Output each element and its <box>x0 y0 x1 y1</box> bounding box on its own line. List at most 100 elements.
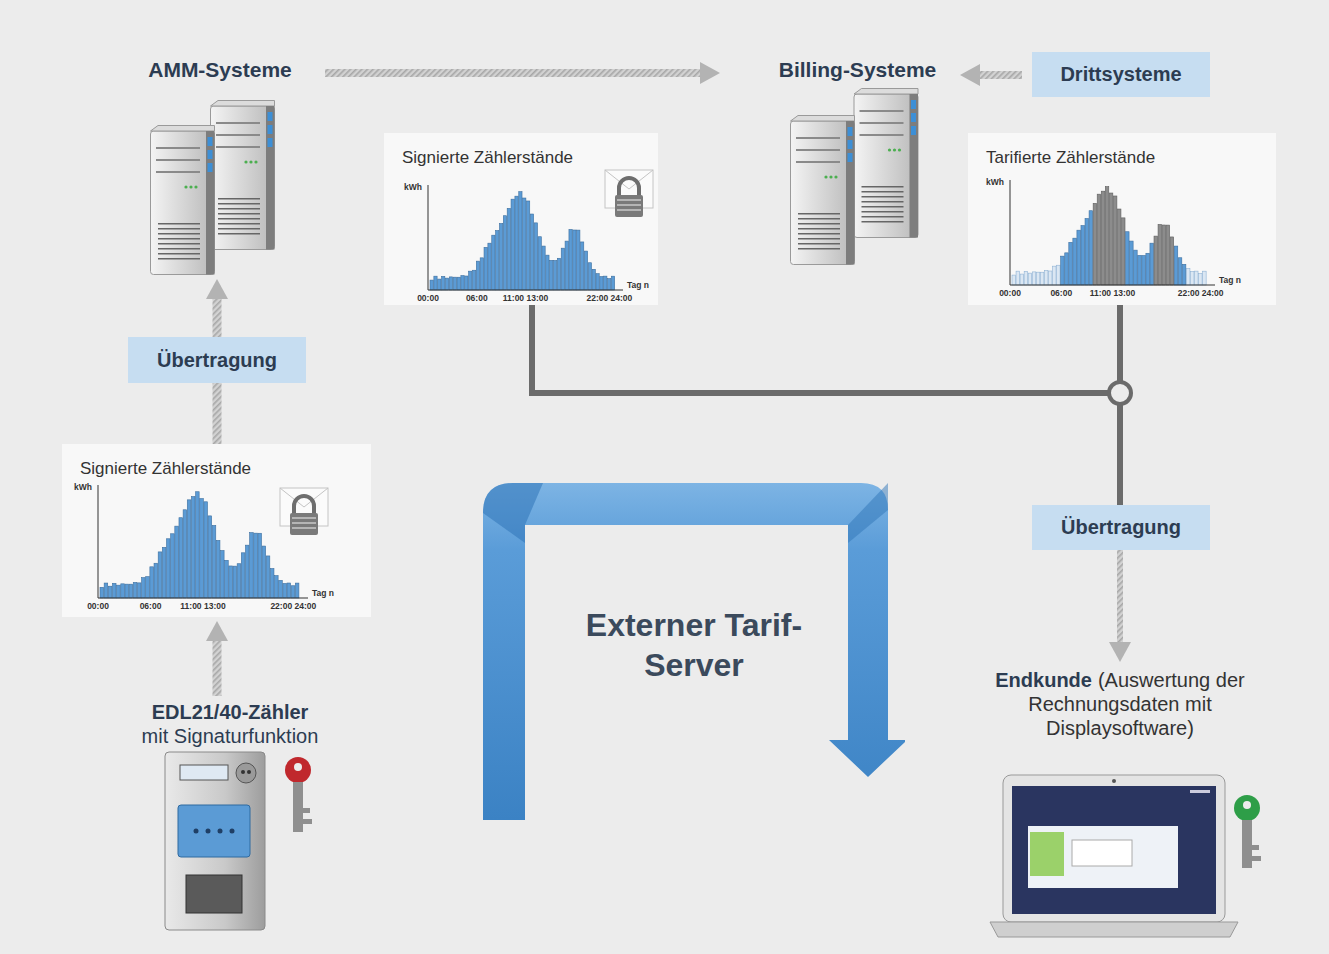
load-bar <box>1195 271 1198 285</box>
flow-arrow <box>325 69 702 77</box>
flow-arrow <box>213 383 222 444</box>
load-bar <box>233 566 237 598</box>
load-bar <box>1170 237 1173 285</box>
key-head <box>285 757 311 783</box>
load-bar <box>476 261 479 290</box>
load-bar <box>596 274 599 290</box>
tick-label: 00:00 <box>417 294 439 303</box>
load-bar <box>1126 232 1129 285</box>
load-bar <box>154 563 158 598</box>
load-bar <box>584 251 587 290</box>
load-bar <box>523 198 526 290</box>
load-bar <box>1093 203 1096 285</box>
load-bar <box>1044 271 1047 285</box>
locked-envelope <box>280 488 328 535</box>
tick-label: 11:00 13:00 <box>180 602 225 611</box>
load-bar <box>179 518 183 598</box>
load-bar <box>569 229 572 290</box>
flow-arrow <box>213 297 222 337</box>
load-bar <box>557 258 560 290</box>
load-bar <box>150 567 154 598</box>
flow-arrow <box>978 71 1022 79</box>
load-bar <box>162 547 166 598</box>
load-bar <box>279 580 283 598</box>
load-bar <box>465 276 468 290</box>
process-box: Drittsysteme <box>1032 52 1210 97</box>
load-bar <box>442 276 445 290</box>
load-bar <box>112 583 116 598</box>
load-bar <box>1032 272 1035 285</box>
axis-label: kWh <box>74 483 92 492</box>
server-icon <box>854 89 918 238</box>
load-bar <box>241 553 245 598</box>
amm-servers <box>151 101 275 275</box>
meter-slot <box>186 875 242 913</box>
load-bar <box>1061 256 1064 285</box>
node-heading: EDL21/40-Zähler <box>110 700 350 724</box>
arch-path <box>483 483 905 820</box>
load-bar <box>472 270 475 290</box>
meter-display <box>180 765 228 780</box>
load-bar <box>1134 250 1137 285</box>
device-caption: EDL21/40-Zählermit Signaturfunktion <box>110 700 350 750</box>
axis-label: kWh <box>404 183 422 192</box>
load-bar <box>133 582 137 598</box>
node-heading: AMM-Systeme <box>148 58 292 81</box>
laptop-base <box>990 922 1238 937</box>
load-bar <box>125 584 129 598</box>
load-bar <box>158 552 162 598</box>
key-head <box>1234 795 1260 821</box>
load-bar <box>258 533 262 598</box>
load-bar <box>1150 243 1153 285</box>
load-bar <box>1122 218 1125 285</box>
node-heading: Tarifierte Zählerstände <box>986 148 1155 167</box>
load-bar <box>1203 271 1206 285</box>
laptop-lid <box>1003 775 1225 922</box>
node-body: mit Signaturfunktion <box>110 724 350 748</box>
system-group: AMM-Systeme <box>140 58 300 275</box>
load-bar <box>254 533 258 598</box>
load-bar <box>530 214 533 290</box>
node-heading: Endkunde <box>995 669 1092 691</box>
load-bar <box>565 241 568 290</box>
load-bar <box>511 199 514 290</box>
load-bar <box>1182 264 1185 285</box>
load-bar <box>1117 209 1120 285</box>
node-heading: Billing-Systeme <box>779 58 937 81</box>
node-heading: Drittsysteme <box>1060 63 1181 86</box>
load-bar <box>187 500 191 598</box>
load-bar <box>225 560 229 598</box>
load-bar <box>1138 255 1141 285</box>
load-bar <box>129 584 133 598</box>
load-bar <box>577 230 580 290</box>
chart-panel: Signierte Zählerstände <box>384 133 658 305</box>
load-bar <box>515 196 518 290</box>
load-bar <box>104 583 108 598</box>
load-bar <box>142 578 146 598</box>
process-box: Übertragung <box>1032 505 1210 550</box>
device-caption: Endkunde(Auswertung der Rechnungsdaten m… <box>985 668 1255 754</box>
load-bar <box>581 242 584 290</box>
load-bar <box>1162 225 1165 285</box>
load-bar <box>1158 224 1161 285</box>
load-bar <box>1166 225 1169 285</box>
laptop-icon <box>990 775 1238 937</box>
load-bar <box>183 510 187 598</box>
load-bar <box>453 277 456 290</box>
load-bar <box>196 492 200 598</box>
load-bar <box>212 525 216 598</box>
billing-servers <box>791 89 919 265</box>
y-axis <box>98 485 99 598</box>
load-bar <box>287 583 291 598</box>
load-bar <box>526 201 529 290</box>
load-bar <box>1081 226 1084 285</box>
load-bar <box>534 223 537 290</box>
server-icon <box>151 126 215 275</box>
node-heading: Signierte Zählerstände <box>402 148 573 167</box>
load-bar <box>1016 271 1019 285</box>
axis-label: Tag n <box>312 589 334 598</box>
laptop-screen <box>1012 786 1216 914</box>
load-bar <box>1142 256 1145 285</box>
load-bar <box>519 192 522 290</box>
load-bar <box>1130 241 1133 285</box>
